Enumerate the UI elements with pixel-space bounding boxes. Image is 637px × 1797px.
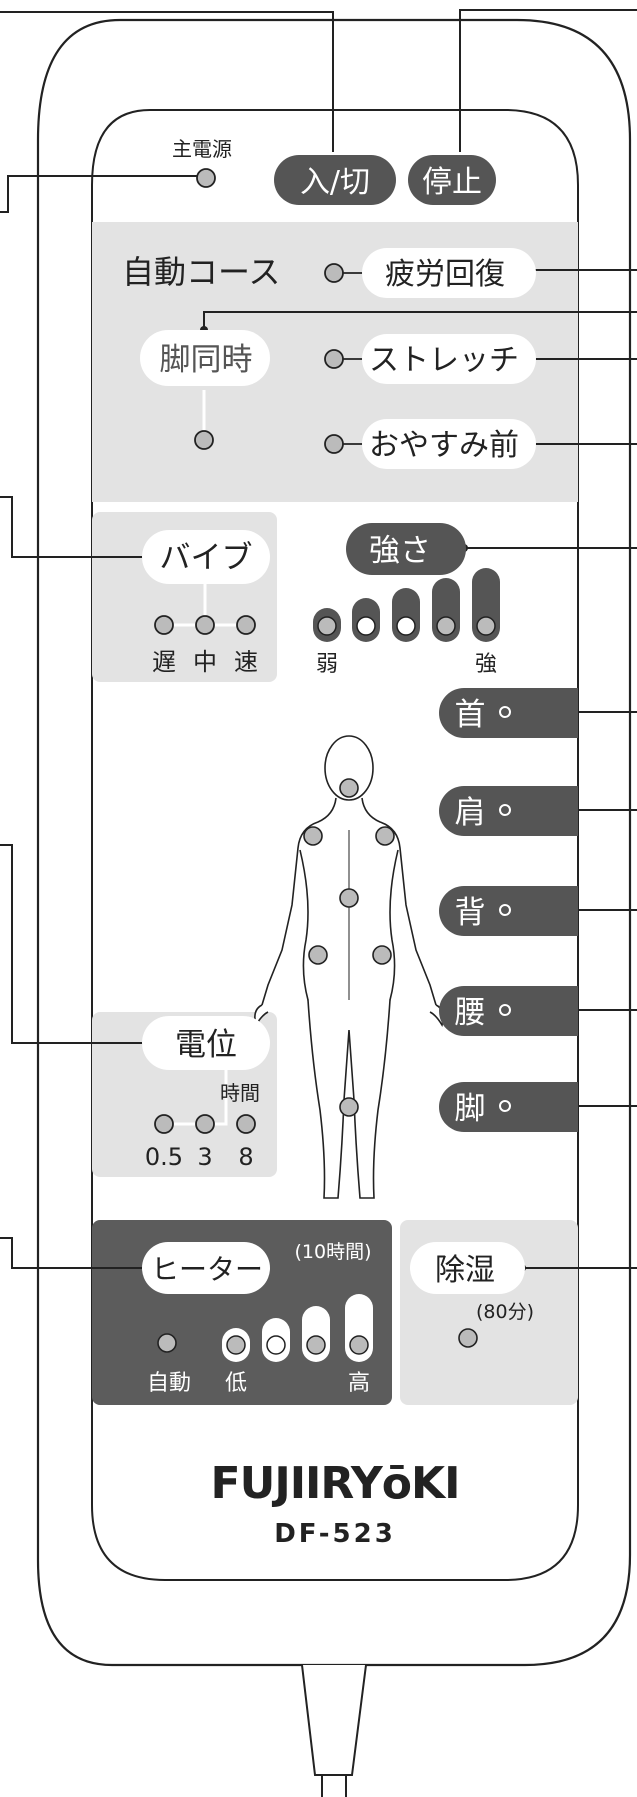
- heater-low-label: 低: [225, 1371, 247, 1396]
- dehumid-button[interactable]: 除湿: [410, 1242, 525, 1294]
- human-body-figure: [254, 735, 444, 1199]
- potential-3-indicator: [195, 1114, 215, 1134]
- body-point-indicators: [303, 778, 395, 1117]
- stretch-indicator: [324, 349, 344, 369]
- strength-strong-label: 強: [475, 652, 497, 677]
- dehumid-duration: (80分): [476, 1301, 534, 1323]
- potential-0-5-label: 0.5: [145, 1143, 183, 1171]
- strength-weak-label: 弱: [316, 652, 338, 677]
- neck-label: 首: [455, 697, 486, 733]
- strength-label: 強さ: [369, 533, 431, 569]
- remote-inner-outline: [91, 109, 579, 1581]
- shoulder-button[interactable]: 肩: [439, 786, 578, 836]
- right-waist-point: [372, 945, 392, 965]
- back-button[interactable]: 背: [439, 886, 578, 936]
- potential-0-5-indicator: [154, 1114, 174, 1134]
- main-power-indicator: [196, 168, 216, 188]
- model-number: DF-523: [274, 1519, 396, 1549]
- legs-simultaneous-button[interactable]: 脚同時: [140, 330, 270, 386]
- stop-button[interactable]: 停止: [408, 155, 496, 205]
- vibe-medium-indicator: [195, 615, 215, 635]
- remote-outer-outline: [36, 18, 632, 1667]
- potential-3-label: 3: [197, 1143, 212, 1171]
- brand-area: FUJIIRYōKI DF-523: [211, 1458, 461, 1549]
- fatigue-recovery-indicator: [324, 263, 344, 283]
- strength-level-bars: [313, 568, 500, 642]
- leg-button[interactable]: 脚: [439, 1082, 578, 1132]
- potential-label: 電位: [175, 1027, 237, 1063]
- on-off-button-label: 入/切: [300, 165, 370, 200]
- stretch-button[interactable]: ストレッチ: [362, 334, 536, 384]
- back-point: [339, 888, 359, 908]
- heater-label: ヒーター: [151, 1253, 263, 1286]
- vibe-medium-label: 中: [193, 648, 217, 676]
- potential-time-label: 時間: [220, 1081, 260, 1105]
- neck-point: [339, 778, 359, 798]
- fatigue-recovery-button[interactable]: 疲労回復: [362, 248, 536, 298]
- power-cable: [301, 1664, 367, 1797]
- strength-button[interactable]: 強さ: [346, 523, 466, 575]
- vibe-slow-label: 遅: [152, 648, 176, 676]
- heater-duration: (10時間): [294, 1241, 371, 1263]
- left-shoulder-point: [303, 826, 323, 846]
- dehumid-label: 除湿: [435, 1253, 495, 1288]
- heater-button[interactable]: ヒーター: [142, 1242, 270, 1294]
- right-shoulder-point: [375, 826, 395, 846]
- heater-level-bars: [222, 1294, 373, 1362]
- dehumid-indicator: [458, 1328, 478, 1348]
- shoulder-label: 肩: [455, 795, 486, 831]
- heater-high-label: 高: [348, 1371, 370, 1396]
- waist-label: 腰: [455, 995, 486, 1031]
- leg-label: 脚: [455, 1091, 486, 1127]
- stop-button-label: 停止: [422, 165, 482, 200]
- auto-course-label: 自動コース: [122, 253, 280, 291]
- before-sleep-button[interactable]: おやすみ前: [362, 419, 536, 469]
- on-off-button[interactable]: 入/切: [274, 155, 396, 205]
- before-sleep-indicator: [324, 434, 344, 454]
- leg-point: [339, 1097, 359, 1117]
- potential-8-label: 8: [238, 1143, 253, 1171]
- stretch-label: ストレッチ: [369, 343, 519, 378]
- waist-button[interactable]: 腰: [439, 986, 578, 1036]
- vibe-label: バイブ: [160, 540, 253, 576]
- vibe-fast-indicator: [236, 615, 256, 635]
- heater-auto-label: 自動: [147, 1371, 191, 1396]
- vibe-fast-label: 速: [234, 648, 258, 676]
- before-sleep-label: おやすみ前: [369, 428, 519, 463]
- legs-simultaneous-label: 脚同時: [160, 342, 253, 378]
- legs-simultaneous-indicator: [194, 430, 214, 450]
- main-power-label: 主電源: [172, 137, 232, 161]
- potential-8-indicator: [236, 1114, 256, 1134]
- potential-button[interactable]: 電位: [142, 1016, 270, 1070]
- brand-logo: FUJIIRYōKI: [211, 1458, 460, 1509]
- vibe-slow-indicator: [154, 615, 174, 635]
- vibe-button[interactable]: バイブ: [142, 530, 270, 584]
- back-label: 背: [455, 895, 486, 931]
- fatigue-recovery-label: 疲労回復: [385, 257, 505, 292]
- left-waist-point: [308, 945, 328, 965]
- neck-button[interactable]: 首: [439, 688, 578, 738]
- heater-auto-indicator: [157, 1333, 177, 1353]
